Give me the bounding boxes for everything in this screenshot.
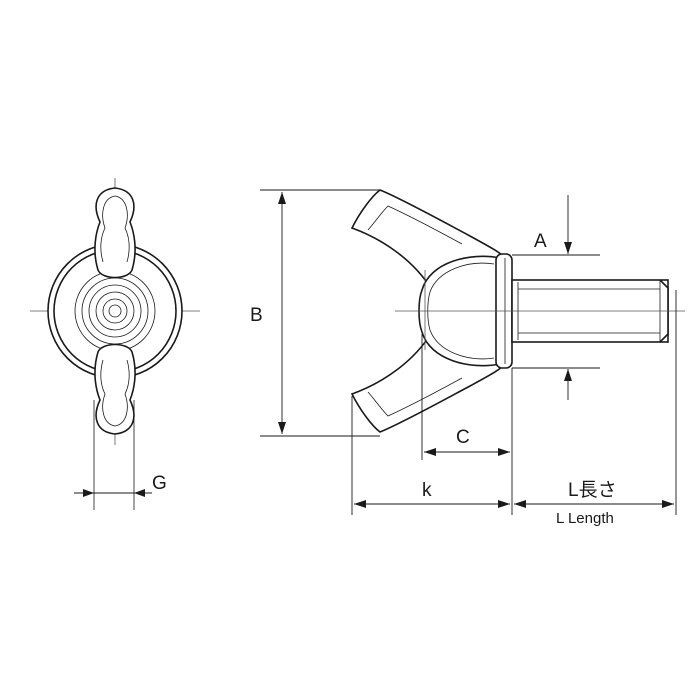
g-arrow-left — [83, 489, 94, 497]
c-arrow-right — [498, 448, 510, 456]
k-arrow-left — [354, 500, 366, 508]
g-arrow-right — [134, 489, 145, 497]
l-arrow-left — [514, 500, 526, 508]
a-arrow-top — [564, 242, 572, 254]
l-arrow-right — [662, 500, 674, 508]
side-view — [350, 189, 685, 433]
label-c: C — [456, 427, 470, 448]
label-length-ja: L長さ — [568, 480, 617, 501]
end-view-bottom-wing — [94, 343, 136, 435]
side-view-lower-wing-inner — [367, 377, 463, 417]
label-b: B — [250, 305, 263, 326]
label-a: A — [534, 231, 547, 252]
side-view-upper-wing-inner — [367, 205, 463, 245]
label-g: G — [152, 473, 167, 494]
c-arrow-left — [424, 448, 436, 456]
label-k: k — [422, 480, 432, 501]
dimensions — [260, 189, 677, 515]
b-arrow-bottom — [278, 422, 286, 434]
label-length-en: L Length — [556, 510, 614, 527]
a-arrow-bottom — [564, 369, 572, 381]
b-arrow-top — [278, 192, 286, 204]
k-arrow-right — [498, 500, 510, 508]
end-view-top-wing-inner — [100, 195, 130, 263]
end-view-bottom-wing-inner — [100, 359, 130, 427]
end-view — [30, 178, 200, 510]
dimension-arrows — [278, 192, 674, 508]
end-view-top-wing — [94, 187, 136, 279]
